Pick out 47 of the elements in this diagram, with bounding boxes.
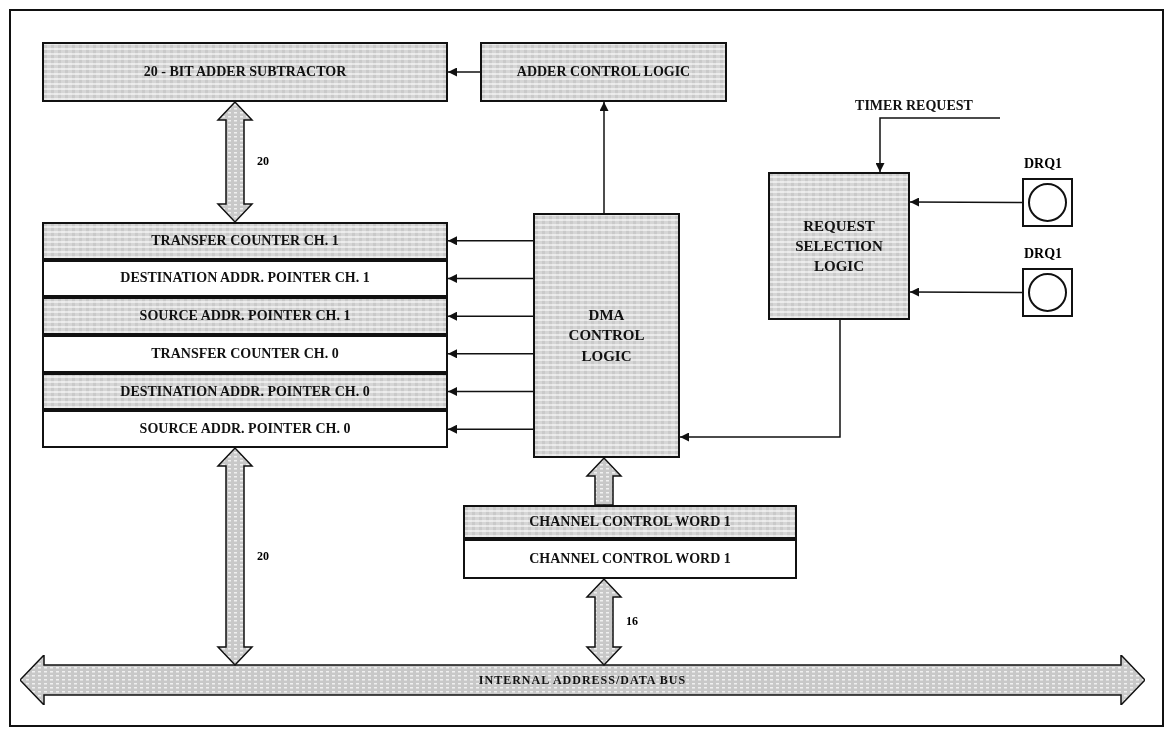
logic-block [42, 297, 448, 335]
register-box [463, 539, 797, 579]
block-label: SOURCE ADDR. POINTER CH. 0 [138, 421, 352, 438]
arrow [447, 236, 534, 246]
logic-block [42, 222, 448, 260]
logic-block [768, 172, 910, 320]
bus-arrow [585, 577, 623, 667]
block-label: SOURCE ADDR. POINTER CH. 1 [138, 308, 352, 325]
bus-arrow [20, 655, 1145, 705]
bus-label: INTERNAL ADDRESS/DATA BUS [477, 672, 688, 688]
block-label: ADDER CONTROL LOGIC [515, 64, 692, 80]
register-box [42, 410, 448, 448]
input-pin-box [1022, 178, 1073, 227]
bus-arrow [216, 100, 254, 224]
pin-label: DRQ1 [1024, 246, 1063, 262]
logic-block [533, 213, 680, 458]
block-label: CHANNEL CONTROL WORD 1 [528, 551, 732, 567]
block-label: DESTINATION ADDR. POINTER CH. 0 [119, 383, 371, 400]
arrow [875, 117, 1001, 173]
arrow [909, 287, 1023, 297]
block-label: REQUEST SELECTION LOGIC [794, 216, 884, 277]
block-label: DESTINATION ADDR. POINTER CH. 1 [119, 270, 371, 287]
block-label: 20 - BIT ADDER SUBTRACTOR [142, 64, 348, 80]
arrow [909, 197, 1023, 207]
block-label: CHANNEL CONTROL WORD 1 [528, 514, 732, 530]
register-box [42, 259, 448, 298]
logic-block [480, 42, 727, 102]
arrow [447, 424, 534, 434]
block-label: DMA CONTROL LOGIC [567, 306, 646, 366]
bus-arrow [216, 446, 254, 667]
register-box [42, 335, 448, 373]
arrow [447, 311, 534, 321]
arrow [679, 319, 841, 442]
logic-block [42, 372, 448, 411]
pin-label: DRQ1 [1024, 156, 1063, 172]
bus-arrow [585, 456, 623, 506]
block-label: TRANSFER COUNTER CH. 1 [150, 232, 340, 249]
input-pin-box [1022, 268, 1073, 317]
arrow [447, 387, 534, 396]
block-label: TRANSFER COUNTER CH. 0 [150, 345, 340, 362]
logic-block [463, 505, 797, 539]
arrow [447, 349, 534, 359]
logic-block [42, 42, 448, 102]
arrow [447, 67, 481, 77]
arrow [599, 101, 609, 214]
arrow [447, 274, 534, 283]
signal-label: TIMER REQUEST [854, 98, 974, 114]
